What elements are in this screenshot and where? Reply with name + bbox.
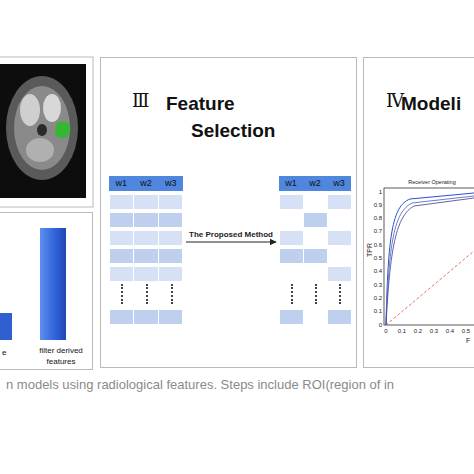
mri-tissue [37, 124, 47, 136]
tick-label: 0.2 [414, 328, 422, 335]
ellipsis-dots [291, 284, 293, 304]
roc-curve [386, 198, 474, 325]
roc-curve [386, 196, 474, 325]
table-cell [110, 310, 134, 324]
tick-label: 0 [379, 322, 382, 329]
chance-line [386, 251, 474, 325]
chart-title: Receiver Operating [408, 179, 455, 185]
table-cell [110, 231, 134, 245]
table-cell [328, 267, 351, 281]
tick-label: 1 [379, 189, 382, 196]
table-cell [134, 195, 158, 209]
mri-tissue [20, 94, 40, 126]
tick-label: 0.4 [374, 268, 382, 275]
tick-label: 0.6 [374, 242, 382, 249]
ellipsis-dots [121, 284, 123, 304]
table-cell [280, 267, 303, 281]
column-header: w2 [303, 176, 327, 191]
bar-label: filter derived features [32, 345, 90, 367]
panel-title: Feature Selection [191, 91, 291, 144]
axis-title: TPR [366, 243, 374, 257]
table-cell [110, 195, 134, 209]
table-cell [134, 249, 158, 263]
column-header: w3 [158, 176, 183, 191]
tick-label: 0.4 [446, 328, 454, 335]
tick-label: 0.1 [398, 328, 406, 335]
table-cell [110, 267, 134, 281]
table-cell [134, 310, 158, 324]
bar [40, 228, 66, 340]
axis-title: F [466, 337, 470, 345]
ellipsis-dots [146, 284, 148, 304]
feature-selection-panel: w1w2w3w1w2w3ⅢFeature Selection [100, 57, 357, 368]
table-cell [280, 213, 303, 227]
table-cell [304, 267, 327, 281]
selected-feature-table: w1w2w3 [279, 176, 351, 328]
tick-label: 0.3 [430, 328, 438, 335]
table-cell [159, 195, 183, 209]
table-cell [134, 231, 158, 245]
tick-label: 0.5 [462, 328, 470, 335]
table-cell [110, 249, 134, 263]
roc-curve [386, 193, 474, 325]
panel-title: Modeli [401, 91, 461, 118]
tick-label: 0.3 [374, 282, 382, 289]
table-cell [159, 310, 183, 324]
tick-label: 0.1 [374, 308, 382, 315]
column-header: w3 [327, 176, 351, 191]
table-cell [159, 267, 183, 281]
table-cell [159, 249, 183, 263]
tick-label: 0.9 [374, 202, 382, 209]
table-cell [328, 231, 351, 245]
image-panel [0, 57, 93, 207]
feature-table: w1w2w3 [109, 176, 183, 328]
table-cell [159, 231, 183, 245]
column-header: w2 [134, 176, 159, 191]
modeling-panel: ⅣModeli [363, 57, 474, 368]
table-cell [280, 195, 303, 209]
plot-frame [384, 188, 474, 325]
ellipsis-dots [171, 284, 173, 304]
tick-label: 0.2 [374, 295, 382, 302]
ellipsis-dots [315, 284, 317, 304]
table-cell [280, 231, 303, 245]
mri-brain [6, 76, 78, 180]
table-cell [304, 213, 327, 227]
bar [0, 313, 12, 340]
table-cell [304, 231, 327, 245]
ellipsis-dots [339, 284, 341, 304]
edge-label: The Proposed Method [189, 230, 273, 239]
mri-tissue [14, 86, 70, 170]
table-cell [110, 213, 134, 227]
tick-label: 0.8 [374, 215, 382, 222]
table-cell [304, 195, 327, 209]
bar-label: e [2, 347, 6, 358]
tick-label: 0 [384, 328, 387, 335]
table-cell [328, 249, 351, 263]
column-header: w1 [279, 176, 303, 191]
step-numeral: Ⅲ [132, 88, 149, 113]
arrow-connector [186, 241, 276, 242]
table-cell [328, 310, 351, 324]
table-cell [328, 195, 351, 209]
mri-tissue [43, 94, 61, 122]
tick-label: 0.5 [374, 255, 382, 262]
table-cell [304, 249, 327, 263]
mri-scan [0, 64, 86, 198]
figure-caption: n models using radiological features. St… [6, 377, 394, 392]
column-header: w1 [109, 176, 134, 191]
table-cell [159, 213, 183, 227]
tick-label: 0.7 [374, 228, 382, 235]
table-cell [134, 267, 158, 281]
roi-region [55, 121, 70, 138]
table-cell [328, 213, 351, 227]
table-cell [134, 213, 158, 227]
table-cell [280, 310, 303, 324]
table-cell [280, 249, 303, 263]
mri-tissue [26, 138, 54, 162]
bar-chart-panel: e filter derived features [0, 212, 93, 370]
table-cell [304, 310, 327, 324]
